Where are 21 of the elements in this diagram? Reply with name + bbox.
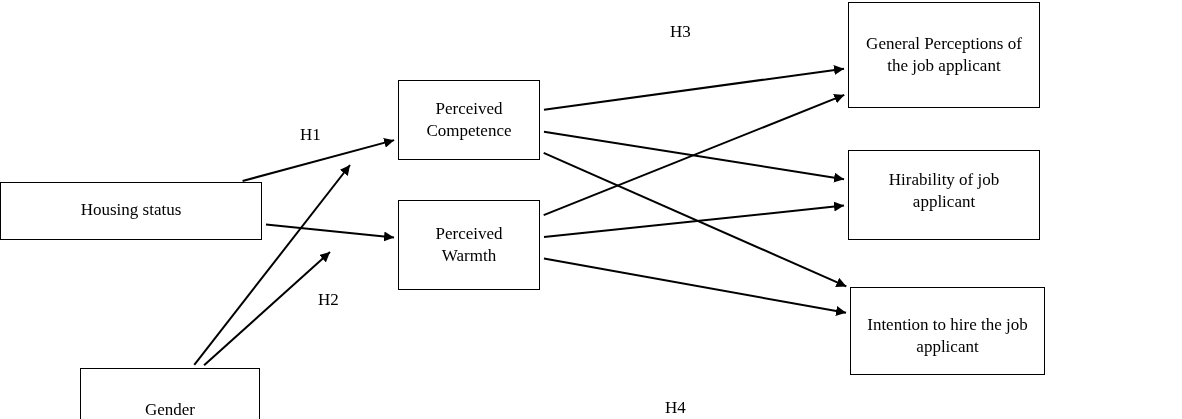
arrow (542, 151, 848, 288)
arrow (542, 65, 846, 111)
arrow (542, 257, 848, 316)
arrow (203, 251, 331, 367)
hypothesis-label: H1 (300, 125, 321, 145)
text-box: General Perceptions of the job applicant (848, 2, 1040, 108)
text-box: Perceived Competence (398, 80, 540, 160)
arrow (241, 137, 396, 182)
arrow (542, 93, 846, 217)
hypothesis-label: H4 (665, 398, 686, 418)
arrow (542, 130, 846, 183)
hypothesis-label: H2 (318, 290, 339, 310)
arrow (265, 223, 395, 242)
text-box: Gender (80, 368, 260, 419)
text-box: Perceived Warmth (398, 200, 540, 290)
text-box: Housing status (0, 182, 262, 240)
text-box: Hirability of job applicant (848, 150, 1040, 240)
arrow (543, 201, 845, 239)
hypothesis-label: H3 (670, 22, 691, 42)
text-box: Intention to hire the job applicant (850, 287, 1045, 375)
arrow (193, 164, 351, 366)
